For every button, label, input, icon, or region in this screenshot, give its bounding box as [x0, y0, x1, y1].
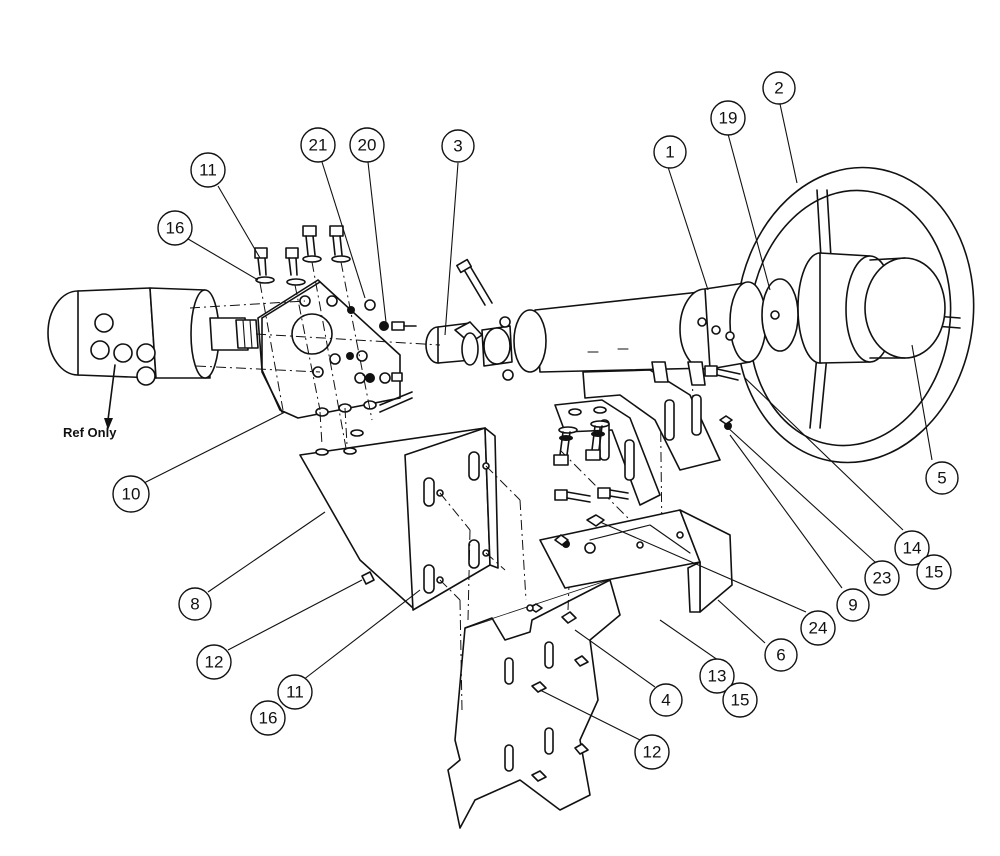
svg-text:21: 21: [309, 136, 328, 155]
callout-16-upper: 16: [157, 210, 193, 246]
svg-text:9: 9: [848, 596, 857, 615]
svg-text:13: 13: [708, 667, 727, 686]
lower-frame-panel: [447, 579, 621, 829]
callout-11-lower: 11: [277, 674, 313, 710]
svg-text:20: 20: [358, 136, 377, 155]
steering-column: [513, 278, 799, 373]
callout-20: 20: [349, 127, 385, 163]
callout-21: 21: [300, 127, 336, 163]
svg-text:8: 8: [190, 595, 199, 614]
upper-bolts: [254, 225, 351, 286]
callout-14: 14: [894, 530, 930, 566]
callout-12-bottom: 12: [634, 734, 670, 770]
callout-2: 2: [762, 71, 796, 105]
callout-15-right: 15: [916, 554, 952, 590]
svg-text:16: 16: [166, 219, 185, 238]
svg-text:15: 15: [731, 691, 750, 710]
callout-5: 5: [925, 461, 959, 495]
leader-lines: [139, 103, 933, 741]
svg-text:19: 19: [719, 109, 738, 128]
steering-wheel: [735, 166, 975, 464]
callout-15-bottom: 15: [722, 682, 758, 718]
svg-text:2: 2: [774, 79, 783, 98]
callout-24: 24: [800, 610, 836, 646]
svg-text:3: 3: [453, 137, 462, 156]
callout-16-lower: 16: [250, 700, 286, 736]
callout-23: 23: [864, 560, 900, 596]
universal-joint: [425, 258, 514, 381]
floor-mount-bracket: [539, 509, 733, 613]
svg-text:1: 1: [665, 143, 674, 162]
svg-text:6: 6: [776, 646, 785, 665]
alignment-lines-upper: [189, 261, 441, 471]
valve-mount-bracket: [257, 279, 413, 419]
callout-10: 10: [112, 475, 150, 513]
svg-text:4: 4: [661, 691, 670, 710]
svg-text:12: 12: [205, 653, 224, 672]
svg-text:24: 24: [809, 619, 828, 638]
steering-control-valve: Ref Only: [47, 287, 259, 440]
main-upright-bracket: [299, 427, 499, 611]
callout-3: 3: [441, 129, 475, 163]
svg-text:16: 16: [259, 709, 278, 728]
callout-13: 13: [699, 658, 735, 694]
svg-text:23: 23: [873, 569, 892, 588]
callout-9: 9: [836, 588, 870, 622]
callout-4: 4: [649, 683, 683, 717]
callout-6: 6: [764, 638, 798, 672]
callout-19: 19: [710, 100, 746, 136]
callout-8: 8: [178, 587, 212, 621]
callout-12-left: 12: [196, 644, 232, 680]
svg-text:14: 14: [903, 539, 922, 558]
svg-text:11: 11: [199, 161, 217, 180]
svg-text:15: 15: [925, 563, 944, 582]
svg-text:5: 5: [937, 469, 946, 488]
ref-only-label: Ref Only: [63, 425, 117, 440]
svg-text:10: 10: [122, 485, 141, 504]
upper-nuts-washers: [346, 299, 417, 384]
svg-text:11: 11: [286, 683, 304, 702]
callout-11-upper: 11: [190, 152, 226, 188]
column-bracket-bolts: [553, 365, 741, 503]
callout-1: 1: [653, 135, 687, 169]
column-support-bracket: [554, 361, 721, 506]
svg-text:12: 12: [643, 743, 662, 762]
